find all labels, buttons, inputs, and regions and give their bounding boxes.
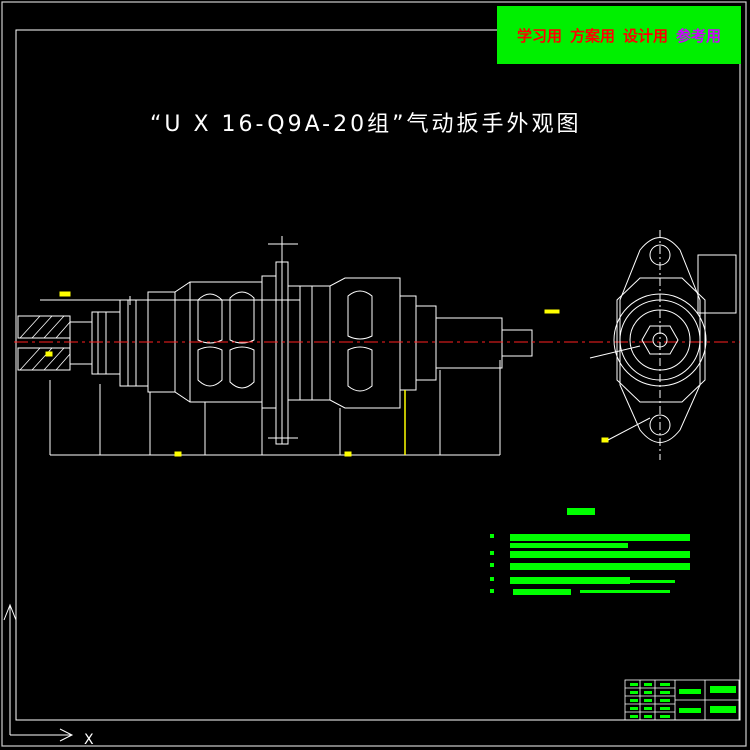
dimension-markers bbox=[45, 291, 609, 457]
inner-frame bbox=[15, 29, 741, 721]
wrench-end-view bbox=[589, 230, 737, 460]
banner-design: 设计用 bbox=[623, 26, 669, 45]
ucs-icon bbox=[3, 603, 74, 742]
usage-banner: 学习用 方案用 设计用 参考用 bbox=[497, 6, 741, 64]
banner-scheme: 方案用 bbox=[569, 26, 615, 45]
title-block bbox=[624, 679, 740, 721]
banner-reference: 参考用 bbox=[676, 26, 722, 45]
wrench-side-view bbox=[17, 236, 533, 456]
technical-notes bbox=[490, 508, 690, 595]
title-block-text bbox=[630, 683, 736, 718]
drawing-title: “U X 16-Q9A-20组”气动扳手外观图 bbox=[150, 112, 582, 137]
banner-study: 学习用 bbox=[516, 26, 562, 45]
x-axis-label: X bbox=[84, 732, 94, 748]
